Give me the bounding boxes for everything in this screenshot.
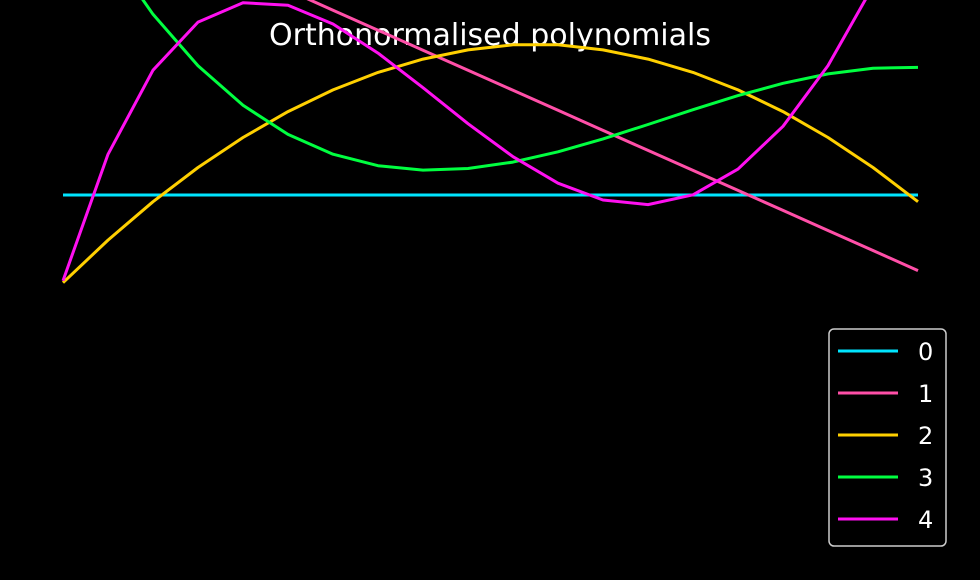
series-layer [61, 0, 919, 284]
legend-label-0: 0 [918, 338, 933, 366]
legend-label-4: 4 [918, 506, 933, 534]
legend: 0 1 2 3 4 [828, 328, 947, 547]
series-line-4 [61, 0, 867, 282]
series-line-1 [306, 0, 919, 272]
legend-label-3: 3 [918, 464, 933, 492]
legend-label-2: 2 [918, 422, 933, 450]
series-line-3 [141, 0, 919, 172]
series-line-2 [61, 43, 919, 284]
legend-box [828, 328, 947, 547]
legend-label-1: 1 [918, 380, 933, 408]
